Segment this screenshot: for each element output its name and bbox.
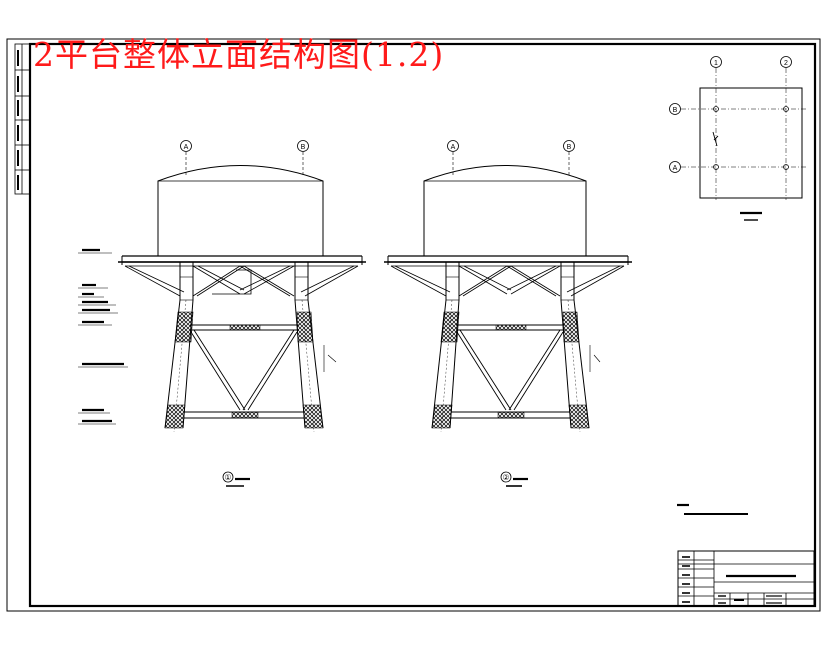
- view-number: ①: [224, 473, 231, 482]
- brace-hatch: [231, 411, 259, 419]
- axis-label: A: [673, 165, 678, 172]
- leg-node-hatch: [562, 311, 580, 343]
- axis-label: B: [567, 144, 572, 151]
- sheet-border: [6, 38, 821, 612]
- drawing-title: 2平台整体立面结构图(1.2): [33, 35, 445, 74]
- axis-bubble: [669, 103, 681, 115]
- leg-node-hatch: [440, 311, 460, 343]
- brace-hatch: [229, 324, 261, 331]
- brace-hatch: [495, 324, 527, 331]
- binding-strip: [14, 43, 31, 195]
- axis-bubble: [297, 140, 309, 152]
- leg-node-hatch: [302, 404, 324, 429]
- title-block: [677, 550, 815, 607]
- leg-node-hatch: [296, 311, 314, 343]
- view-number-bubble: [500, 471, 512, 483]
- notes: [677, 503, 748, 515]
- axis-bubble: [180, 140, 192, 152]
- elevation-view-1: A B: [78, 140, 366, 487]
- axis-label: A: [184, 144, 189, 151]
- brace-hatch: [497, 411, 525, 419]
- axis-bubble: [563, 140, 575, 152]
- axis-bubble: [669, 161, 681, 173]
- key-plan: 1 2 B A: [669, 56, 806, 221]
- axis-label: 2: [784, 60, 788, 67]
- axis-label: 1: [714, 60, 718, 67]
- axis-label: A: [451, 144, 456, 151]
- module-block: [157, 165, 324, 257]
- module-block: [423, 165, 587, 257]
- axis-label: B: [301, 144, 306, 151]
- leg-node-hatch: [164, 404, 186, 429]
- axis-bubble: [780, 56, 792, 68]
- leg-node-hatch: [174, 311, 194, 343]
- title-block-marks: [682, 556, 796, 604]
- deck-outline: [699, 87, 803, 199]
- leg-node-hatch: [431, 404, 453, 429]
- axis-label: B: [673, 107, 678, 114]
- view-number: ②: [502, 473, 509, 482]
- axis-bubble: [710, 56, 722, 68]
- view-number-bubble: [222, 471, 234, 483]
- elevation-view-2: A B: [384, 140, 632, 487]
- leg-node-hatch: [568, 404, 590, 429]
- axis-bubble: [447, 140, 459, 152]
